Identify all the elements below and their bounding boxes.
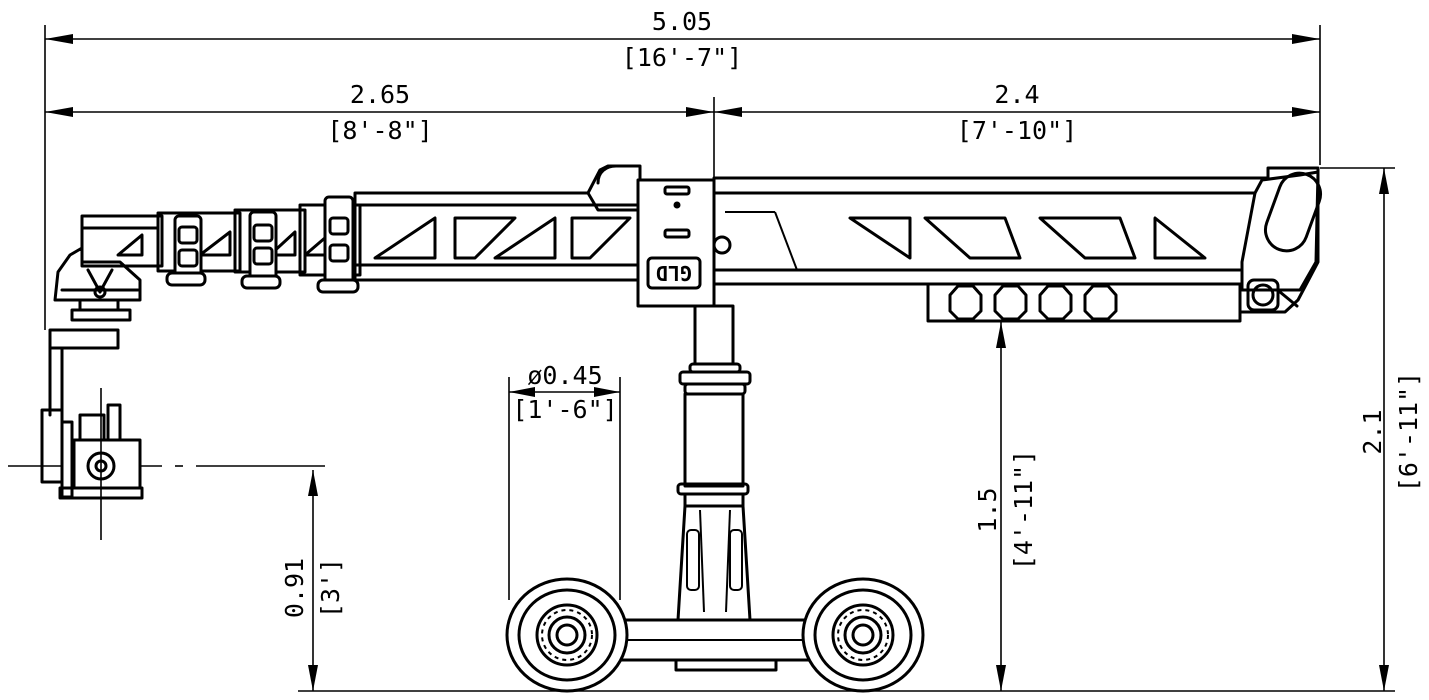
arrowhead [686, 107, 714, 117]
wheel-right [801, 577, 925, 693]
truss-triangle [493, 216, 557, 260]
dimension-arm-height [996, 322, 1006, 691]
front-length-imperial: [7'-10"] [957, 116, 1077, 145]
arrowhead [509, 387, 535, 397]
arm-height-metric: 1.5 [973, 487, 1002, 532]
extension-lines [8, 25, 1395, 692]
truss-triangle [570, 216, 632, 260]
weight-disc [1038, 284, 1073, 321]
rear-length-imperial: [8'-8"] [327, 116, 432, 145]
arrowhead [1379, 665, 1389, 691]
arrowhead [45, 34, 73, 44]
rear-length-metric: 2.65 [350, 80, 410, 109]
dimension-overall-length [45, 34, 1320, 44]
arrowhead [45, 107, 73, 117]
truss-triangle [268, 230, 297, 257]
dimension-front-length [714, 107, 1320, 117]
truss-triangle [1153, 216, 1207, 260]
dimension-overall-height [1379, 168, 1389, 691]
weight-disc [1083, 284, 1118, 321]
arrowhead [308, 665, 318, 691]
truss-triangle [373, 216, 437, 260]
lens-ring [86, 451, 116, 481]
truss-triangle [453, 216, 517, 260]
wheel-left [505, 577, 629, 693]
arrowhead [1292, 107, 1320, 117]
tip-knob [1246, 278, 1280, 312]
arrowhead [996, 665, 1006, 691]
crane-arm-rear [353, 164, 716, 282]
weight-disc [993, 284, 1028, 321]
arrowhead [594, 387, 620, 397]
arrowhead [308, 470, 318, 496]
dimension-column-diameter [509, 387, 620, 397]
dimension-labels: 5.05 [16'-7"] 2.65 [8'-8"] 2.4 [7'-10"] … [280, 7, 1423, 618]
truss-triangle [116, 233, 144, 257]
front-length-metric: 2.4 [994, 80, 1039, 109]
truss-triangle [198, 230, 232, 257]
camera-head-assembly [40, 246, 144, 500]
arm-head-slot [1264, 171, 1322, 253]
overall-length-imperial: [16'-7"] [622, 43, 742, 72]
overall-length-metric: 5.05 [652, 7, 712, 36]
tube-section [80, 214, 164, 268]
counterweight-block [926, 282, 1242, 323]
lens-height-imperial: [3'] [316, 558, 345, 618]
lens-height-metric: 0.91 [280, 558, 309, 618]
arm-height-imperial: [4'-11"] [1009, 450, 1038, 570]
truss-triangle [1038, 216, 1137, 260]
crane-arm-front [712, 166, 1322, 323]
column-diameter-metric: ø0.45 [527, 361, 602, 390]
column-mount-plate: GLD [636, 178, 732, 308]
weight-disc [948, 284, 983, 321]
centre-column [676, 304, 752, 622]
tube-clamp [323, 195, 355, 289]
arrowhead [996, 322, 1006, 348]
arrowhead [1379, 168, 1389, 194]
arrowhead [1292, 34, 1320, 44]
overall-height-imperial: [6'-11"] [1394, 372, 1423, 492]
arm-head-bracket [1240, 170, 1320, 292]
arrowhead [714, 107, 742, 117]
column-diameter-imperial: [1'-6"] [512, 395, 617, 424]
dimension-lens-height [308, 470, 318, 691]
tube-clamps [165, 195, 360, 294]
dimension-rear-length [45, 107, 714, 117]
truss-triangle [848, 216, 912, 260]
truss-triangle [923, 216, 1022, 260]
mount-plate-marking: GLD [656, 261, 692, 285]
overall-height-metric: 2.1 [1358, 409, 1387, 454]
